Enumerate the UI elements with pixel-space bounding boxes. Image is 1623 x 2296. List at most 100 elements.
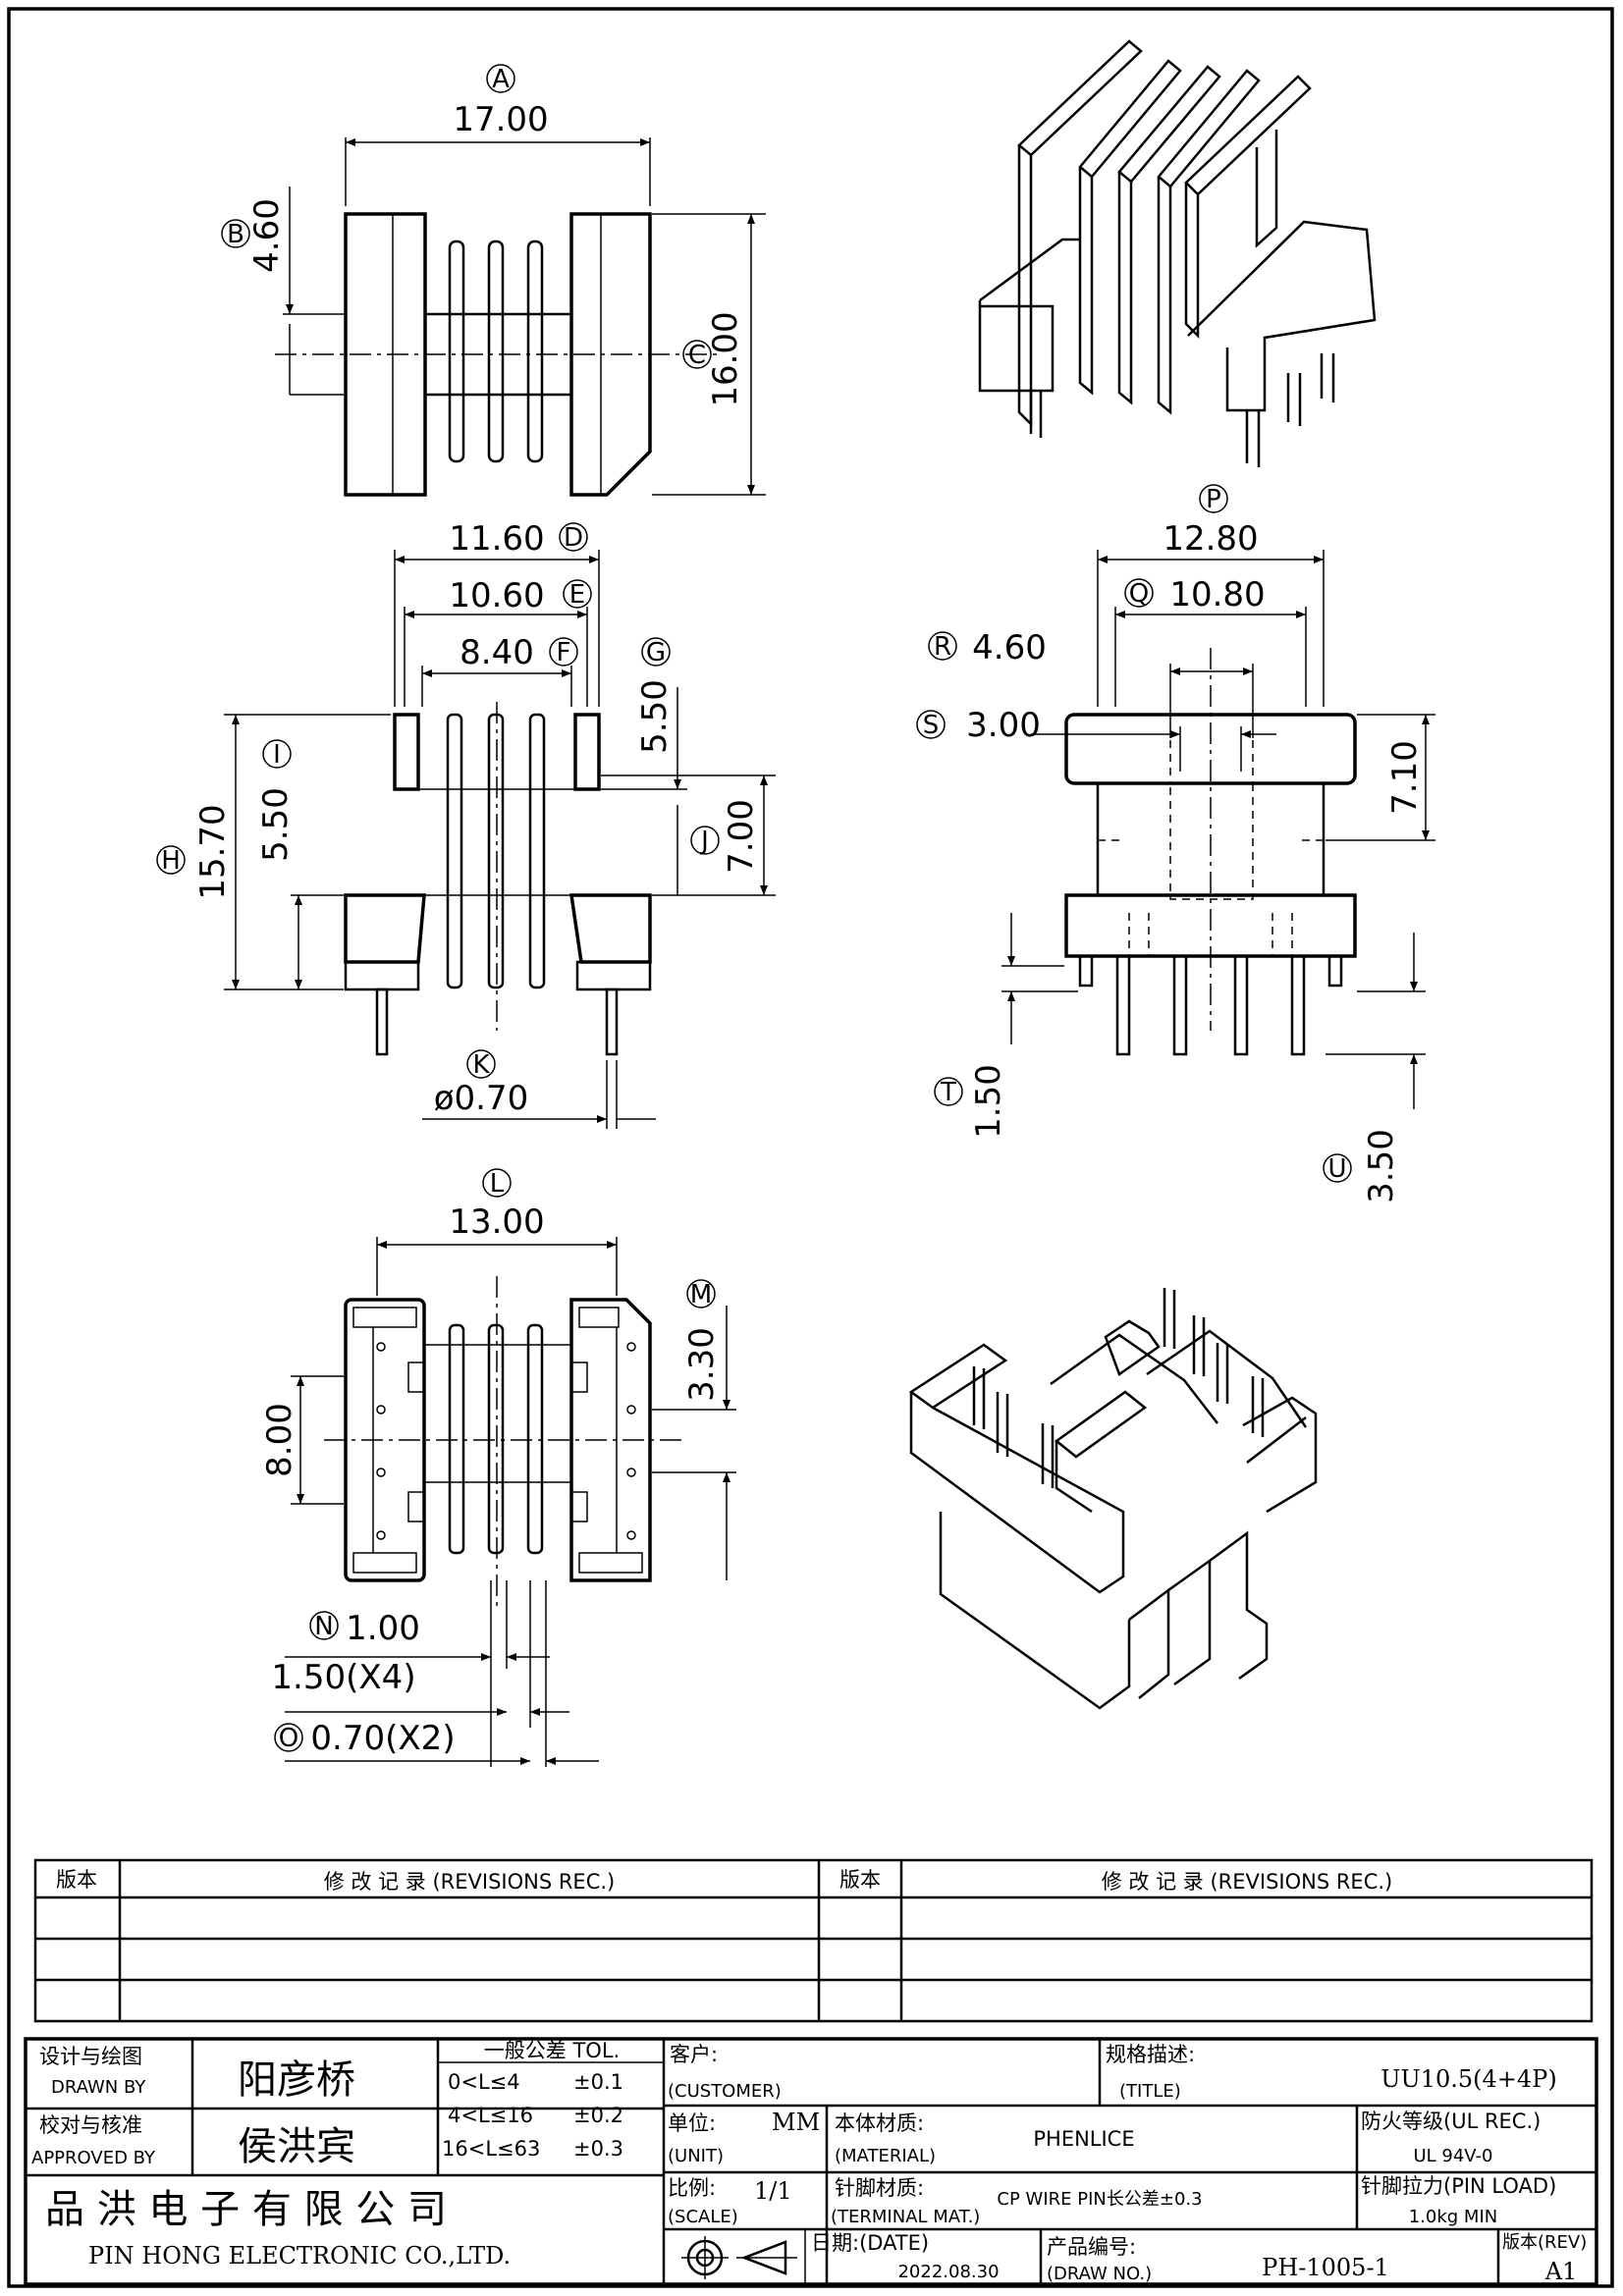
tolerance-header: 一般公差 TOL.: [484, 2039, 620, 2062]
material-label-cn: 本体材质:: [835, 2111, 924, 2135]
drawn-by-name: 阳彦桥: [238, 2057, 355, 2103]
dim-J-value: 7.00: [722, 799, 761, 874]
dim-O-letter: O: [279, 1724, 298, 1753]
dim-E-value: 10.60: [449, 576, 544, 615]
dim-S-value: 3.00: [966, 706, 1041, 745]
dim-I-letter: I: [273, 740, 281, 770]
dim-F-letter: F: [557, 638, 571, 667]
dim-C-value: 16.00: [706, 311, 745, 406]
date-value: 2022.08.30: [897, 2262, 999, 2282]
dim-M: M 3.30: [682, 1279, 722, 1402]
tol-value-1: ±0.1: [573, 2070, 623, 2094]
dim-C: C 16.00: [682, 311, 745, 407]
pin-load-label: 针脚拉力(PIN LOAD): [1361, 2174, 1556, 2198]
flame-rating-label: 防火等级(UL REC.): [1361, 2109, 1541, 2133]
unit-value: MM: [772, 2109, 820, 2136]
dim-B: B 4.60: [221, 198, 287, 273]
dim-T-value: 1.50: [969, 1064, 1008, 1139]
dim-P-value: 12.80: [1163, 519, 1258, 559]
isometric-view-top: [978, 39, 1377, 467]
dim-D-value: 11.60: [449, 519, 544, 559]
tol-range-1: 0<L≤4: [448, 2070, 520, 2094]
drawing-number-label-en: (DRAW NO.): [1047, 2264, 1152, 2284]
approved-by-label-cn: 校对与核准: [39, 2113, 142, 2137]
revision-label: 版本(REV): [1502, 2232, 1587, 2253]
bottom-view: [285, 1237, 736, 1767]
side-view: [1001, 550, 1435, 1109]
dim-E-letter: E: [569, 580, 585, 610]
dim-8-00: 8.00: [260, 1403, 299, 1477]
dim-P: P 12.80: [1163, 484, 1259, 559]
dim-D-letter: D: [564, 523, 583, 553]
dim-E: 10.60 E: [449, 576, 592, 615]
dim-K-value: ø0.70: [434, 1079, 529, 1118]
front-view: [224, 550, 776, 1129]
title-value: UU10.5(4+4P): [1380, 2065, 1556, 2093]
dim-R-value: 4.60: [972, 628, 1047, 667]
drawing-number-value: PH-1005-1: [1262, 2254, 1389, 2281]
rev-col-records-left: 修 改 记 录 (REVISIONS REC.): [324, 1870, 615, 1894]
tol-value-3: ±0.3: [573, 2137, 623, 2161]
rev-col-version-left: 版本: [56, 1868, 97, 1892]
tol-range-3: 16<L≤63: [442, 2137, 540, 2161]
scale-label-en: (SCALE): [668, 2207, 738, 2227]
dim-I: I 5.50: [256, 739, 296, 862]
dim-8-00-value: 8.00: [260, 1403, 299, 1477]
unit-label-cn: 单位:: [668, 2111, 716, 2135]
dim-G: G 5.50: [635, 637, 675, 754]
dim-Q: Q 10.80: [1124, 575, 1266, 614]
projection-symbol: [681, 2236, 797, 2279]
dim-F: 8.40 F: [460, 633, 578, 672]
dim-F-value: 8.40: [460, 633, 534, 672]
dim-H-letter: H: [161, 846, 181, 876]
dim-Q-letter: Q: [1129, 579, 1149, 609]
dim-7-10: 7.10: [1385, 740, 1425, 815]
dim-H-value: 15.70: [193, 804, 233, 899]
customer-label-cn: 客户:: [670, 2043, 718, 2066]
dim-C-letter: C: [688, 341, 706, 370]
dim-T-letter: T: [940, 1078, 956, 1107]
drawn-by-label-cn: 设计与绘图: [39, 2045, 142, 2068]
date-label: 日期:(DATE): [811, 2231, 929, 2255]
dim-B-letter: B: [227, 220, 244, 249]
dim-L-letter: L: [490, 1169, 505, 1199]
dim-Q-value: 10.80: [1169, 575, 1265, 614]
company-name-en: PIN HONG ELECTRONIC CO.,LTD.: [88, 2242, 511, 2269]
flame-rating-value: UL 94V-0: [1413, 2146, 1492, 2166]
material-label-en: (MATERIAL): [835, 2146, 936, 2166]
dim-U: U 3.50: [1323, 1129, 1401, 1203]
dim-A-letter: A: [492, 65, 510, 94]
dim-U-value: 3.50: [1362, 1129, 1401, 1203]
dim-O-value: 0.70(X2): [310, 1719, 455, 1758]
dim-7-10-value: 7.10: [1385, 740, 1425, 815]
title-block: 设计与绘图 DRAWN BY 阳彦桥 校对与核准 APPROVED BY 侯洪宾…: [24, 2037, 1598, 2286]
drawn-by-label-en: DRAWN BY: [51, 2077, 146, 2098]
sheet-border: [7, 7, 1614, 2288]
dim-M-letter: M: [690, 1280, 712, 1309]
pin-load-value: 1.0kg MIN: [1409, 2207, 1498, 2227]
terminal-label-en: (TERMINAL MAT.): [831, 2207, 980, 2227]
dim-N: N 1.00: [309, 1609, 420, 1648]
dim-G-value: 5.50: [635, 679, 675, 754]
dim-K-letter: K: [472, 1050, 490, 1080]
revisions-table: 版本 修 改 记 录 (REVISIONS REC.) 版本 修 改 记 录 (…: [33, 1858, 1594, 2023]
dim-M-value: 3.30: [682, 1327, 722, 1402]
dim-T: T 1.50: [934, 1064, 1008, 1139]
dim-J: J 7.00: [690, 799, 761, 874]
scale-label-cn: 比例:: [668, 2176, 716, 2200]
dim-P-letter: P: [1206, 485, 1221, 514]
terminal-value: CP WIRE PIN长公差±0.3: [997, 2189, 1202, 2210]
dim-J-letter: J: [699, 827, 709, 856]
rev-col-version-right: 版本: [839, 1868, 881, 1892]
top-view: [275, 137, 766, 497]
customer-label-en: (CUSTOMER): [668, 2081, 782, 2102]
unit-label-en: (UNIT): [668, 2146, 724, 2166]
isometric-view-bottom: [908, 1288, 1318, 1710]
dim-A-value: 17.00: [453, 100, 548, 139]
tol-range-2: 4<L≤16: [448, 2104, 533, 2127]
scale-value: 1/1: [754, 2177, 792, 2205]
dim-A: A 17.00: [453, 64, 549, 139]
dim-G-letter: G: [646, 638, 666, 667]
dim-pitch: 1.50(X4): [271, 1658, 415, 1697]
approved-by-name: 侯洪宾: [238, 2124, 355, 2169]
